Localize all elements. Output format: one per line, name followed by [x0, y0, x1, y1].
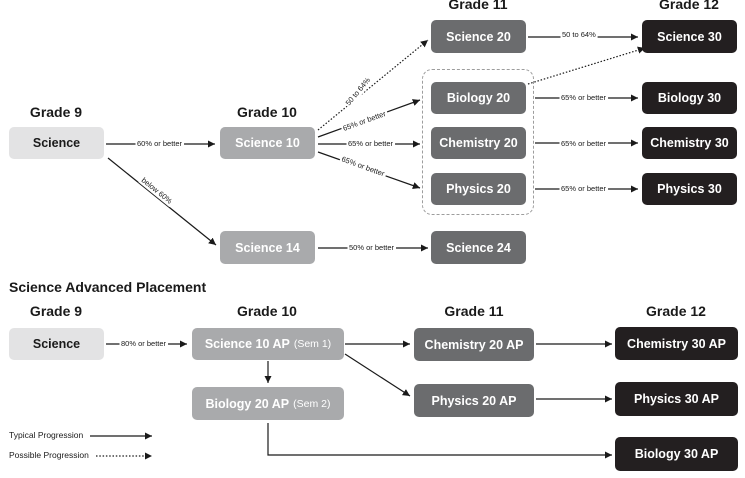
course-science-20: Science 20 [431, 20, 526, 53]
arrow-science-to-science14 [107, 157, 217, 246]
ap-header-grade-9: Grade 9 [29, 303, 83, 319]
course-science-10: Science 10 [220, 127, 315, 159]
ap-course-chemistry-20-ap: Chemistry 20 AP [414, 328, 534, 361]
course-science-14: Science 14 [220, 231, 315, 264]
ap-header-grade-12: Grade 12 [646, 303, 706, 319]
label-halo [338, 153, 388, 180]
ap-course-physics-20-ap: Physics 20 AP [414, 384, 534, 417]
label-halo [560, 29, 598, 40]
arrow-biology20ap-to-biology30ap [267, 423, 612, 459]
ap-course-physics-30-ap: Physics 30 AP [615, 382, 738, 416]
course-chemistry-30: Chemistry 30 [642, 127, 737, 159]
label-phys20-to-phys30: 65% or better [561, 184, 607, 193]
ap-section-title: Science Advanced Placement [9, 279, 207, 295]
label-sci14-to-sci24: 50% or better [349, 243, 395, 252]
legend-typical-label: Typical Progression [9, 430, 84, 440]
science-10-ap-semester: (Sem 1) [293, 338, 332, 350]
course-biology-30: Biology 30 [642, 82, 737, 114]
label-bio20-to-bio30: 65% or better [561, 93, 607, 102]
course-physics-20: Physics 20 [431, 173, 526, 205]
label-halo [342, 73, 374, 109]
ap-course-science-grade9: Science [9, 328, 104, 360]
label-halo [559, 183, 609, 194]
label-halo [340, 107, 390, 134]
biology-20-ap-label: Biology 20 AP [205, 396, 290, 411]
label-halo [135, 138, 185, 149]
legend-possible-label: Possible Progression [9, 450, 89, 460]
label-halo [559, 138, 609, 149]
ap-course-biology-30-ap: Biology 30 AP [615, 437, 738, 471]
course-science-30: Science 30 [642, 20, 737, 53]
label-ap-sci-to-sci10ap: 80% or better [121, 339, 167, 348]
arrow-sci10ap-to-physics20ap [344, 353, 411, 397]
label-sci-to-sci10: 60% or better [137, 139, 183, 148]
label-halo [347, 242, 397, 253]
label-halo [559, 92, 609, 103]
ap-course-biology-20-ap: Biology 20 AP(Sem 2) [192, 387, 344, 420]
arrow-science10-to-science20 [317, 39, 429, 131]
ap-course-chemistry-30-ap: Chemistry 30 AP [615, 327, 738, 360]
header-grade-11: Grade 11 [448, 0, 508, 12]
label-halo [346, 138, 396, 149]
arrow-biology20-to-science30 [527, 46, 646, 85]
label-halo [119, 338, 169, 349]
label-sci-to-sci14: below 60% [140, 176, 174, 206]
course-biology-20: Biology 20 [431, 82, 526, 114]
course-chemistry-20: Chemistry 20 [431, 127, 526, 159]
header-grade-10: Grade 10 [237, 104, 297, 120]
science-10-ap-label: Science 10 AP [204, 337, 290, 351]
course-science-24: Science 24 [431, 231, 526, 264]
grade-11-sciences-group [422, 69, 534, 215]
label-sci20-to-sci30: 50 to 64% [562, 30, 596, 39]
ap-course-science-10-ap: Science 10 AP(Sem 1) [192, 328, 344, 360]
ap-header-grade-10: Grade 10 [237, 303, 297, 319]
label-sci10-to-sci20: 50 to 64% [344, 75, 373, 107]
header-grade-12: Grade 12 [659, 0, 719, 12]
biology-20-ap-semester: (Sem 2) [293, 397, 331, 410]
label-sci10-to-bio20: 65% or better [342, 109, 388, 133]
label-sci10-to-chem20: 65% or better [348, 139, 394, 148]
course-science-grade9: Science [9, 127, 104, 159]
ap-header-grade-11: Grade 11 [444, 303, 504, 319]
course-physics-30: Physics 30 [642, 173, 737, 205]
label-sci10-to-phys20: 65% or better [340, 154, 386, 178]
header-grade-9: Grade 9 [29, 104, 83, 120]
label-chem20-to-chem30: 65% or better [561, 139, 607, 148]
label-halo [138, 174, 176, 208]
